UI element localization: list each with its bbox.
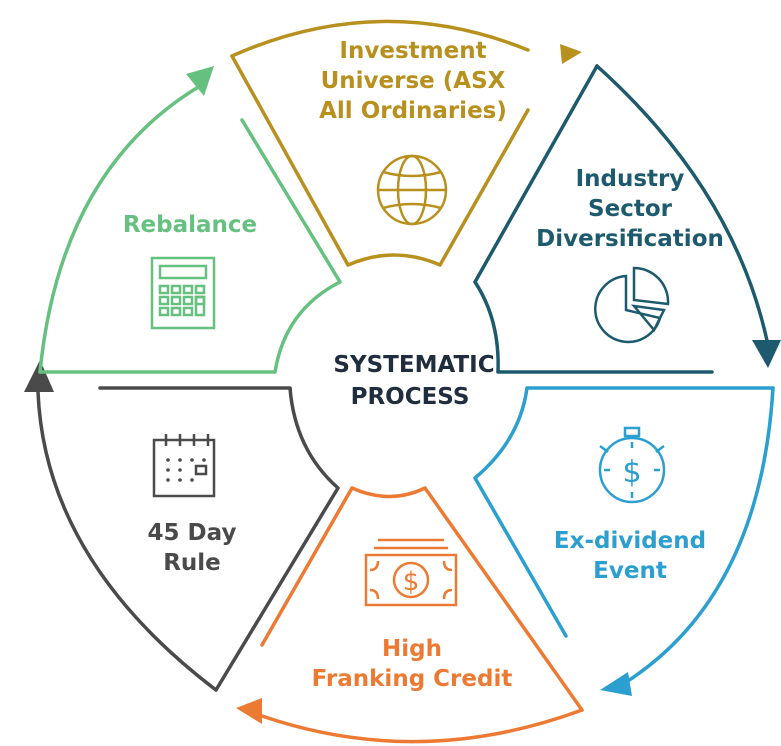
label-industry-sector: Industry Sector Diversification xyxy=(536,166,724,252)
segment-high-franking-outline xyxy=(260,486,584,712)
segment-45-day-rule-arrow xyxy=(24,360,54,392)
label-45-day-rule: 45 Day Rule xyxy=(148,520,237,576)
label-ex-dividend: Ex-dividend Event xyxy=(554,528,706,584)
inner-arc-gray xyxy=(288,387,340,490)
calendar-dots xyxy=(166,458,206,482)
label-rebalance: Rebalance xyxy=(123,212,257,238)
segment-industry-sector-outline xyxy=(473,64,714,374)
label-high-franking-line1: High xyxy=(382,636,442,662)
inner-arc-teal xyxy=(473,281,500,373)
label-high-franking-line2: Franking Credit xyxy=(312,666,513,692)
label-45-day-rule-line1: 45 Day xyxy=(148,520,237,546)
segment-high-franking-arrow xyxy=(236,698,262,724)
segment-45-day-rule-outer-arc xyxy=(36,390,218,692)
segment-investment-universe-arrow xyxy=(560,44,582,64)
pie-chart-icon xyxy=(594,266,670,344)
stopwatch-dollar-icon xyxy=(598,426,666,504)
calendar-icon xyxy=(152,434,216,498)
segment-rebalance-arrow xyxy=(186,66,214,96)
segment-industry-sector-outer-arc xyxy=(595,64,770,347)
segment-ex-dividend-arrow xyxy=(600,672,632,696)
label-investment-universe-line2: Universe (ASX xyxy=(321,68,506,94)
label-ex-dividend-line2: Event xyxy=(593,558,667,584)
label-high-franking: High Franking Credit xyxy=(312,636,513,692)
inner-arc-blue xyxy=(473,387,529,480)
label-investment-universe-line3: All Ordinaries) xyxy=(319,98,507,124)
segment-rebalance-outer-arc xyxy=(38,84,202,374)
inner-arc-orange xyxy=(351,486,426,499)
segment-ex-dividend-outer-arc xyxy=(618,386,775,688)
money-bill-dollar-glyph: $ xyxy=(403,567,420,597)
label-rebalance-line1: Rebalance xyxy=(123,212,257,238)
center-label-line1: SYSTEMATIC xyxy=(333,352,494,378)
calculator-icon xyxy=(150,256,216,330)
label-industry-sector-line3: Diversification xyxy=(536,226,724,252)
segment-ex-dividend-outline xyxy=(473,386,775,638)
segment-industry-sector-arrow xyxy=(752,340,781,368)
inner-arc-green xyxy=(273,280,341,373)
label-investment-universe-line1: Investment xyxy=(339,38,486,64)
inner-arc-gold xyxy=(347,253,441,267)
label-investment-universe: Investment Universe (ASX All Ordinaries) xyxy=(319,38,507,124)
segment-45-day-rule-outline xyxy=(98,386,340,692)
label-45-day-rule-line2: Rule xyxy=(163,550,221,576)
segment-investment-universe-outer-arc xyxy=(230,19,530,58)
stopwatch-dollar-glyph: $ xyxy=(622,455,641,490)
segment-high-franking-outer-arc xyxy=(260,708,584,744)
center-label-line2: PROCESS xyxy=(351,384,470,410)
globe-icon xyxy=(376,154,448,226)
label-ex-dividend-line1: Ex-dividend xyxy=(554,528,706,554)
segment-investment-universe-outline xyxy=(230,54,530,267)
money-bill-icon xyxy=(364,538,458,607)
label-industry-sector-line2: Sector xyxy=(588,196,673,222)
segment-rebalance-outline xyxy=(38,118,342,374)
label-industry-sector-line1: Industry xyxy=(576,166,685,192)
